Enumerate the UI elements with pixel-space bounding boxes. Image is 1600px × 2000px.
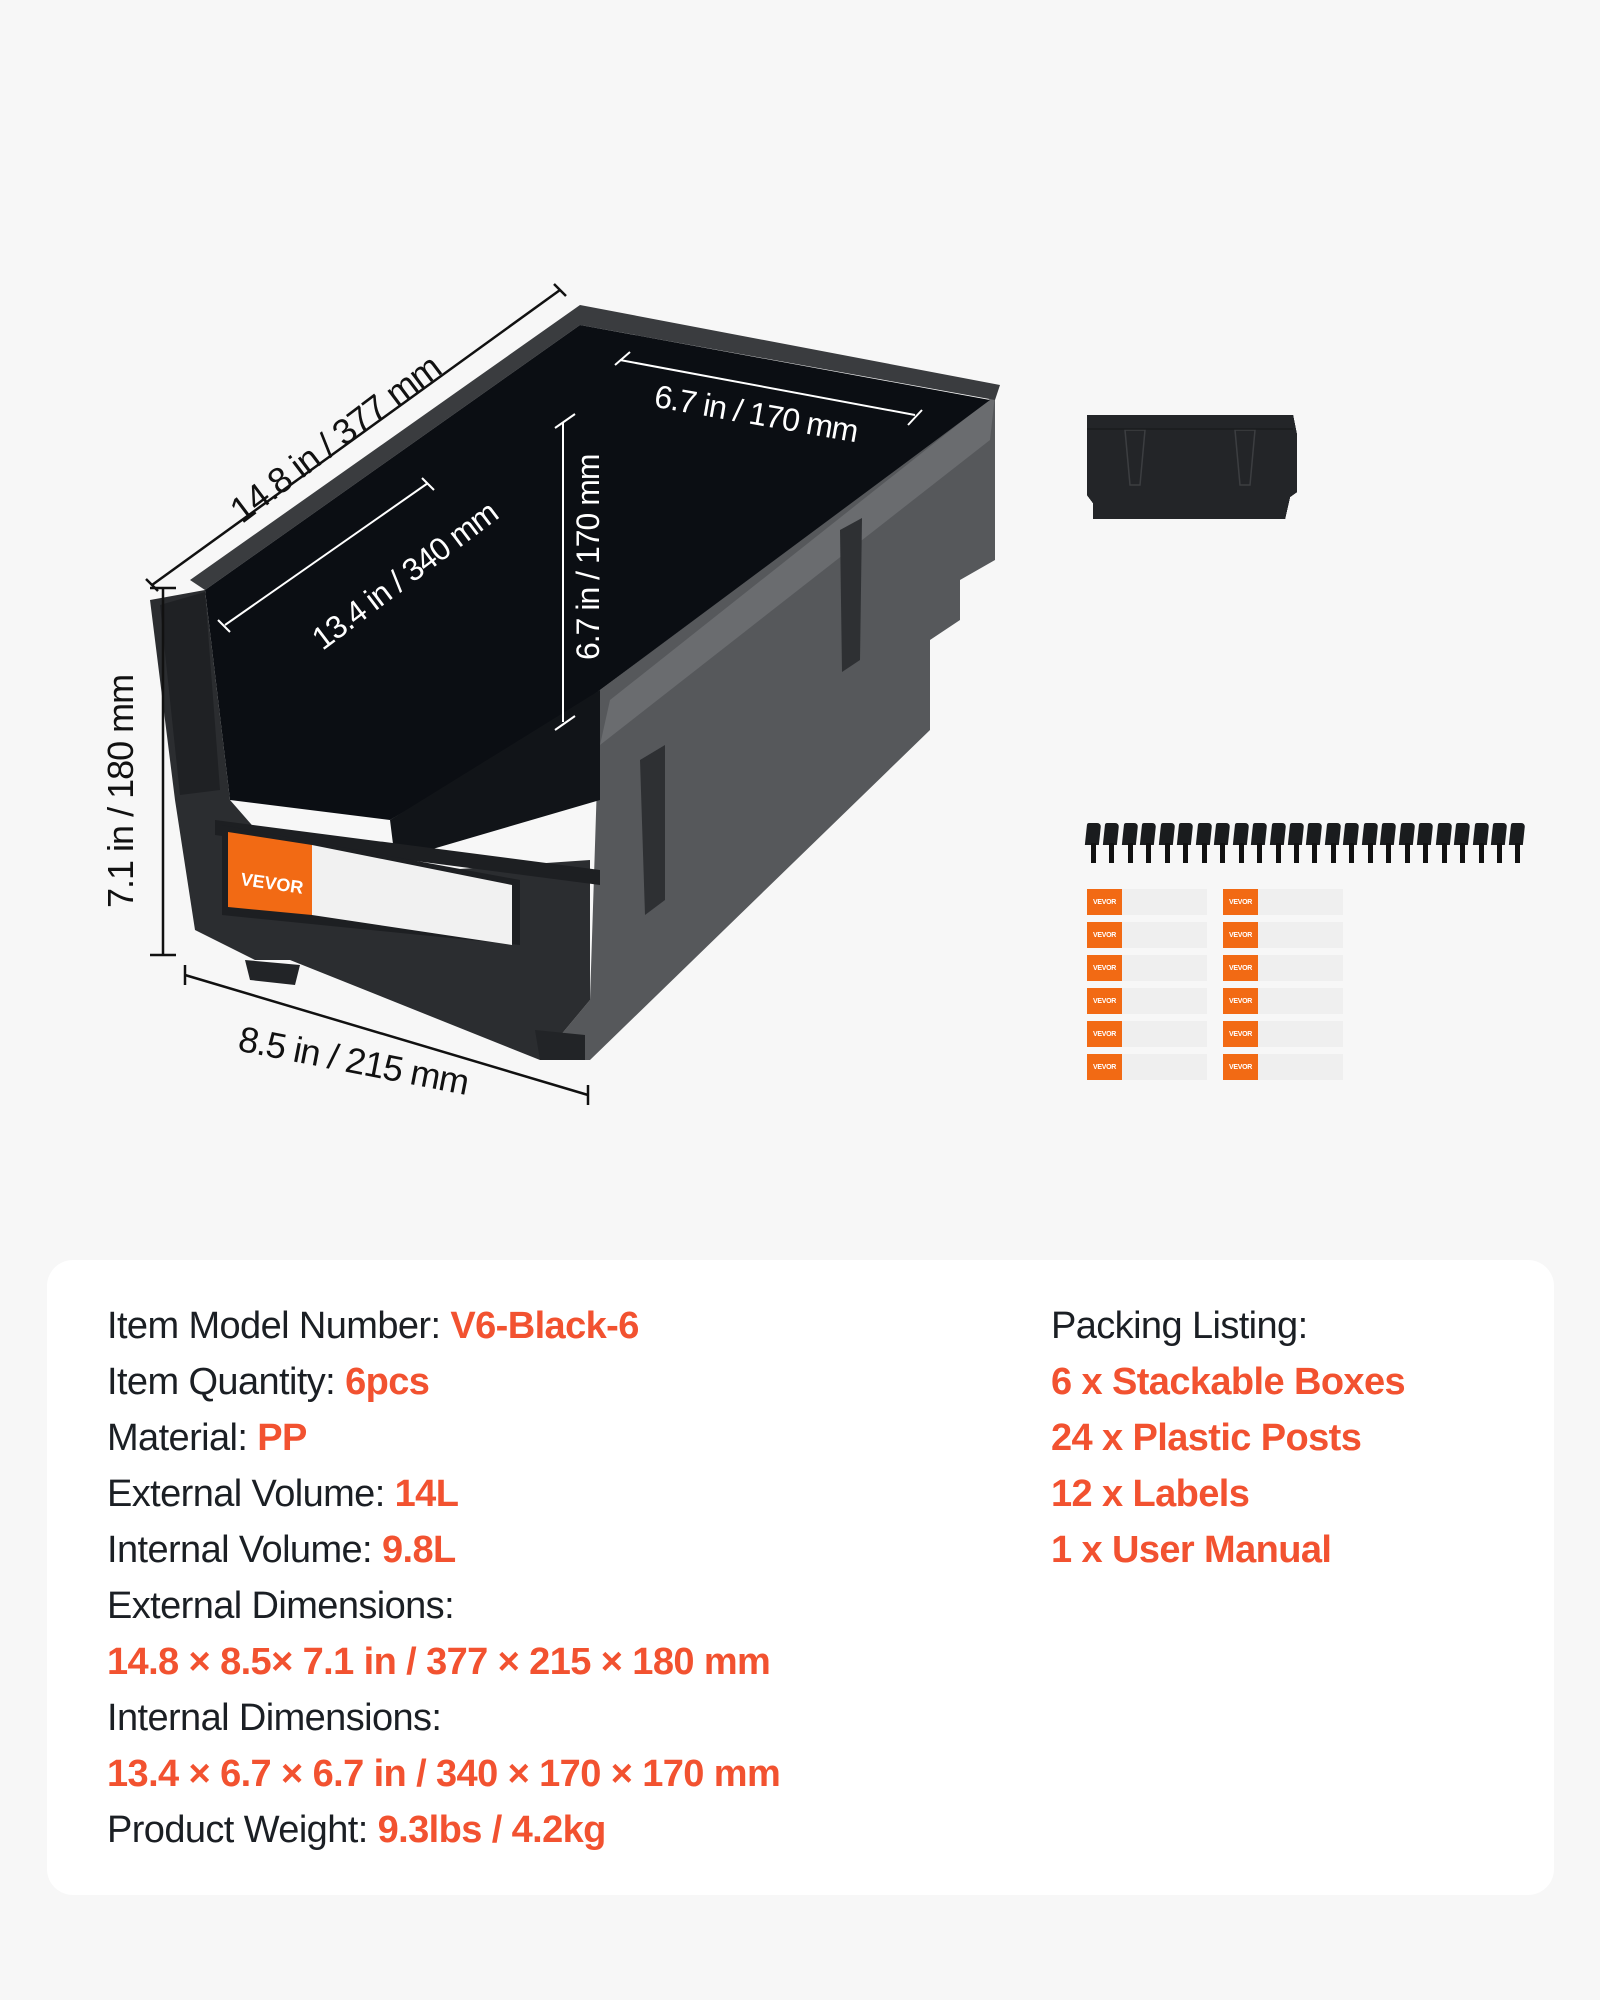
packing-list: Packing Listing: 6 x Stackable Boxes 24 … (1051, 1298, 1511, 1578)
plastic-post (1324, 823, 1342, 865)
label-brand: VEVOR (1087, 1021, 1122, 1047)
plastic-post (1472, 823, 1489, 865)
spec-internal-dimensions-value: 13.4 × 6.7 × 6.7 in / 340 × 170 × 170 mm (107, 1753, 781, 1795)
mini-bin-6 (1087, 415, 1297, 519)
packing-item: 1 x User Manual (1051, 1529, 1332, 1571)
plastic-post (1214, 823, 1231, 865)
packing-item: 24 x Plastic Posts (1051, 1417, 1362, 1459)
label-strip: VEVOR (1223, 955, 1343, 981)
spec-list: Item Model Number: V6-Black-6 Item Quant… (107, 1298, 1007, 1858)
label-strip: VEVOR (1087, 889, 1207, 915)
label-strip: VEVOR (1087, 1021, 1207, 1047)
label-brand: VEVOR (1087, 988, 1122, 1014)
plastic-post (1417, 823, 1434, 865)
label-brand: VEVOR (1223, 955, 1258, 981)
product-hero: VEVOR 14.8 in / 377 mm (100, 283, 1526, 1105)
label-strip: VEVOR (1223, 988, 1343, 1014)
label-brand: VEVOR (1223, 889, 1258, 915)
label-brand: VEVOR (1087, 889, 1122, 915)
plastic-post (1490, 823, 1508, 865)
plastic-posts-row (1084, 823, 1526, 867)
label-brand: VEVOR (1223, 922, 1258, 948)
storage-bin-illustration: VEVOR (145, 283, 1000, 1105)
plastic-post (1435, 823, 1452, 865)
packing-list-title: Packing Listing: (1051, 1305, 1308, 1347)
plastic-post (1343, 823, 1360, 865)
plastic-post (1103, 823, 1120, 865)
label-brand: VEVOR (1087, 955, 1122, 981)
spec-quantity: Item Quantity: 6pcs (107, 1361, 430, 1403)
label-strip: VEVOR (1223, 1021, 1343, 1047)
label-strip: VEVOR (1223, 922, 1343, 948)
spec-internal-dimensions-label: Internal Dimensions: (107, 1697, 442, 1739)
label-brand: VEVOR (1223, 988, 1258, 1014)
plastic-post (1195, 823, 1212, 865)
plastic-post (1398, 823, 1415, 865)
plastic-post (1306, 823, 1323, 865)
label-strip: VEVOR (1087, 955, 1207, 981)
label-strips: VEVOR VEVOR VEVOR VEVOR VEVOR VEVOR VEVO… (1087, 889, 1343, 1080)
plastic-post (1250, 823, 1268, 865)
vevor-label-orange (228, 832, 312, 915)
dimension-external-height: 7.1 in / 180 mm (100, 674, 141, 908)
label-strip: VEVOR (1087, 922, 1207, 948)
spec-external-dimensions-value: 14.8 × 8.5× 7.1 in / 377 × 215 × 180 mm (107, 1641, 771, 1683)
label-brand: VEVOR (1087, 922, 1122, 948)
plastic-post (1509, 823, 1526, 865)
specifications-panel: Item Model Number: V6-Black-6 Item Quant… (47, 1260, 1554, 1895)
label-brand: VEVOR (1223, 1021, 1258, 1047)
spec-product-weight: Product Weight: 9.3lbs / 4.2kg (107, 1809, 606, 1851)
plastic-post (1232, 823, 1249, 865)
plastic-post (1140, 823, 1157, 865)
label-brand: VEVOR (1087, 1054, 1122, 1080)
label-strip: VEVOR (1087, 988, 1207, 1014)
plastic-post (1084, 823, 1102, 865)
plastic-post (1158, 823, 1175, 865)
label-brand: VEVOR (1223, 1054, 1258, 1080)
plastic-post (1177, 823, 1194, 865)
plastic-post (1453, 823, 1471, 865)
plastic-post (1287, 823, 1305, 865)
spec-material: Material: PP (107, 1417, 307, 1459)
plastic-post (1361, 823, 1378, 865)
label-strip: VEVOR (1223, 1054, 1343, 1080)
spec-external-volume: External Volume: 14L (107, 1473, 459, 1515)
spec-external-dimensions-label: External Dimensions: (107, 1585, 455, 1627)
plastic-post (1380, 823, 1397, 865)
packing-item: 12 x Labels (1051, 1473, 1250, 1515)
plastic-post (1269, 823, 1286, 865)
plastic-post (1121, 823, 1139, 865)
dimension-internal-height: 6.7 in / 170 mm (570, 454, 606, 660)
spec-internal-volume: Internal Volume: 9.8L (107, 1529, 456, 1571)
label-strip: VEVOR (1087, 1054, 1207, 1080)
spec-model-number: Item Model Number: V6-Black-6 (107, 1305, 639, 1347)
label-strip: VEVOR (1223, 889, 1343, 915)
packing-item: 6 x Stackable Boxes (1051, 1361, 1406, 1403)
